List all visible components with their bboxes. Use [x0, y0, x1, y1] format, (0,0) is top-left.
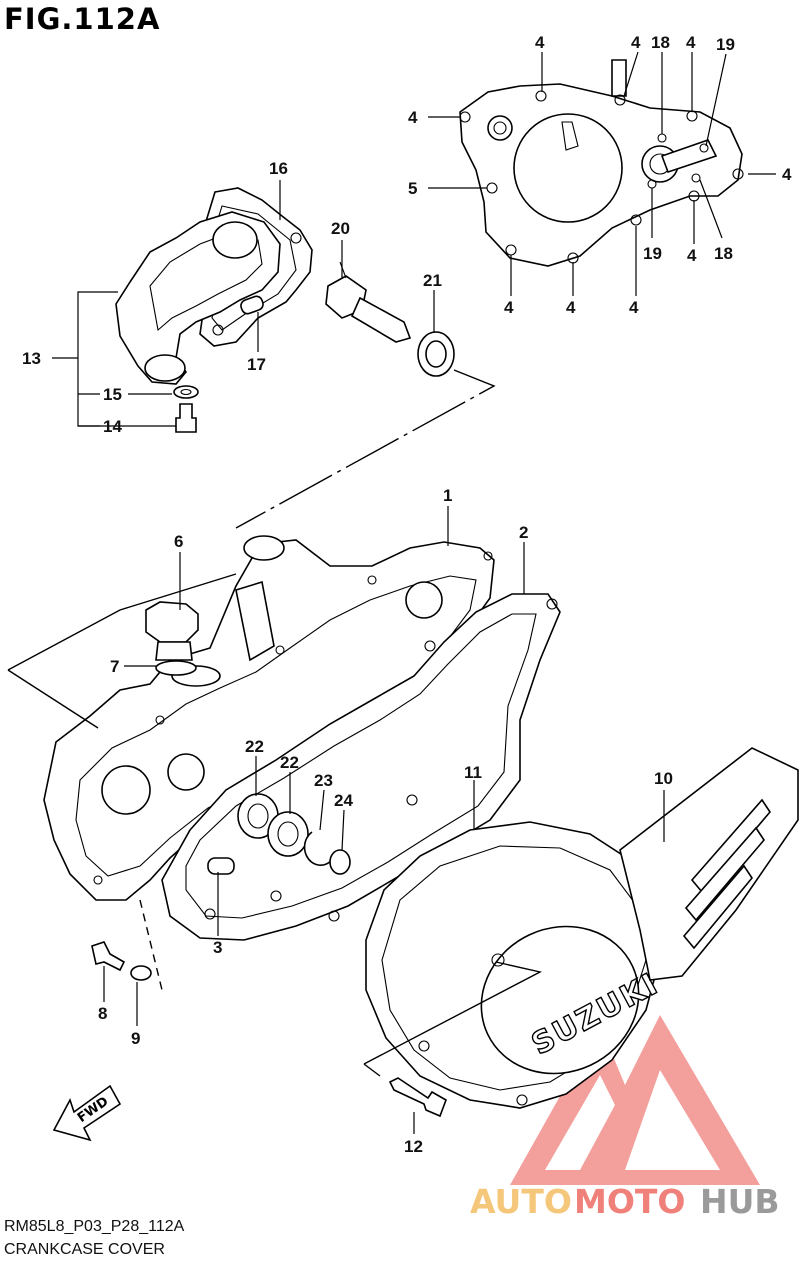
callout-14: 14	[103, 417, 122, 436]
circlip-24	[329, 849, 351, 875]
crankcase-gasket-2	[161, 593, 561, 941]
callout-23: 23	[314, 771, 333, 790]
watermark-triangle-inner	[545, 1075, 615, 1170]
guard-slot	[690, 798, 772, 894]
watermark-text-moto: MOTO	[574, 1182, 685, 1221]
callout-5: 5	[408, 179, 417, 198]
sprocket-guard-10	[619, 747, 799, 981]
inner-cover-clutch-dome	[513, 113, 623, 223]
o-ring-7	[155, 660, 197, 676]
callout-4: 4	[629, 298, 639, 317]
figure-code: RM85L8_P03_P28_112A	[4, 1218, 185, 1235]
washer-9	[130, 965, 152, 981]
bearing-22-b	[267, 811, 309, 857]
magneto-cover-11	[365, 821, 663, 1109]
callout-4: 4	[782, 165, 792, 184]
guard-slot	[684, 826, 766, 922]
inner-cover-rib	[561, 121, 579, 151]
callout-2: 2	[519, 523, 528, 542]
callout-1: 1	[443, 486, 452, 505]
callout-15: 15	[103, 385, 122, 404]
crankcase-bore	[101, 765, 151, 815]
figure-name: CRANKCASE COVER	[4, 1241, 165, 1258]
inner-cover-group	[459, 59, 744, 267]
callout-22: 22	[245, 737, 264, 756]
gasket-2-outline	[161, 593, 561, 941]
callout-4: 4	[631, 33, 641, 52]
guard-slot	[682, 864, 753, 950]
callout-19: 19	[716, 35, 735, 54]
gasket-hole	[212, 324, 224, 336]
callout-10: 10	[654, 769, 673, 788]
dowel-pin-3	[207, 857, 235, 875]
callout-16: 16	[269, 159, 288, 178]
watermark-triangle-inner-2	[625, 1070, 720, 1170]
fwd-arrow	[52, 1084, 122, 1142]
callout-8: 8	[98, 1004, 107, 1023]
figure-title: FIG.112A	[4, 2, 161, 36]
watermark-text-hub: HUB	[700, 1182, 780, 1221]
leader-lines	[103, 51, 776, 1134]
callout-6: 6	[174, 532, 183, 551]
gasket-2-inner	[185, 613, 537, 919]
callout-17: 17	[247, 355, 266, 374]
pump-cover-port	[212, 221, 258, 259]
callout-21: 21	[423, 271, 442, 290]
water-pump-cover-inner	[149, 231, 263, 332]
crankcase-boss	[405, 581, 443, 619]
callout-9: 9	[131, 1029, 140, 1048]
callout-18: 18	[714, 244, 733, 263]
bolt-12	[388, 1077, 447, 1118]
crankcase-cover-flange	[75, 575, 477, 877]
watermark-logo	[510, 1015, 760, 1185]
crankcase-bore-small	[167, 753, 205, 791]
bolt-8	[91, 941, 126, 972]
callout-19: 19	[643, 244, 662, 263]
shift-lever-arm	[660, 139, 718, 174]
watermark-text-auto: AUTO	[470, 1182, 572, 1221]
bearing-22-a	[237, 793, 279, 839]
callout-4: 4	[687, 246, 697, 265]
water-pump-cover-group	[52, 187, 313, 433]
dowel-pin-17	[240, 295, 264, 315]
crankcase-cover-body	[43, 539, 495, 901]
callout-22: 22	[280, 753, 299, 772]
callout-13: 13	[22, 349, 41, 368]
impeller-shaft-20	[325, 261, 412, 343]
gasket-hole	[290, 232, 302, 244]
assembly-lines	[7, 369, 543, 1077]
callout-12: 12	[404, 1137, 423, 1156]
callout-4: 4	[686, 33, 696, 52]
washer-15	[173, 385, 199, 399]
oil-filler-cap-6	[145, 601, 199, 661]
washer-15-hole	[180, 388, 192, 396]
callout-4: 4	[566, 298, 576, 317]
magneto-cover-badge	[480, 925, 640, 1075]
callout-4: 4	[535, 33, 545, 52]
crankcase-lever-arm	[235, 580, 275, 662]
callout-18: 18	[651, 33, 670, 52]
inner-cover-pin	[611, 59, 627, 97]
inner-cover-boss	[487, 115, 513, 141]
callout-24: 24	[334, 791, 353, 810]
callout-4: 4	[408, 108, 418, 127]
crankcase-cover-1	[43, 535, 495, 901]
coolant-outlet	[243, 535, 285, 561]
bolt-14	[175, 403, 197, 433]
callout-4: 4	[504, 298, 514, 317]
pump-hose-outlet	[144, 354, 186, 382]
oil-seal-21	[417, 331, 455, 377]
bracket-13	[77, 291, 176, 427]
callout-3: 3	[213, 938, 222, 957]
callout-7: 7	[110, 657, 119, 676]
callout-11: 11	[464, 763, 482, 782]
callout-20: 20	[331, 219, 350, 238]
